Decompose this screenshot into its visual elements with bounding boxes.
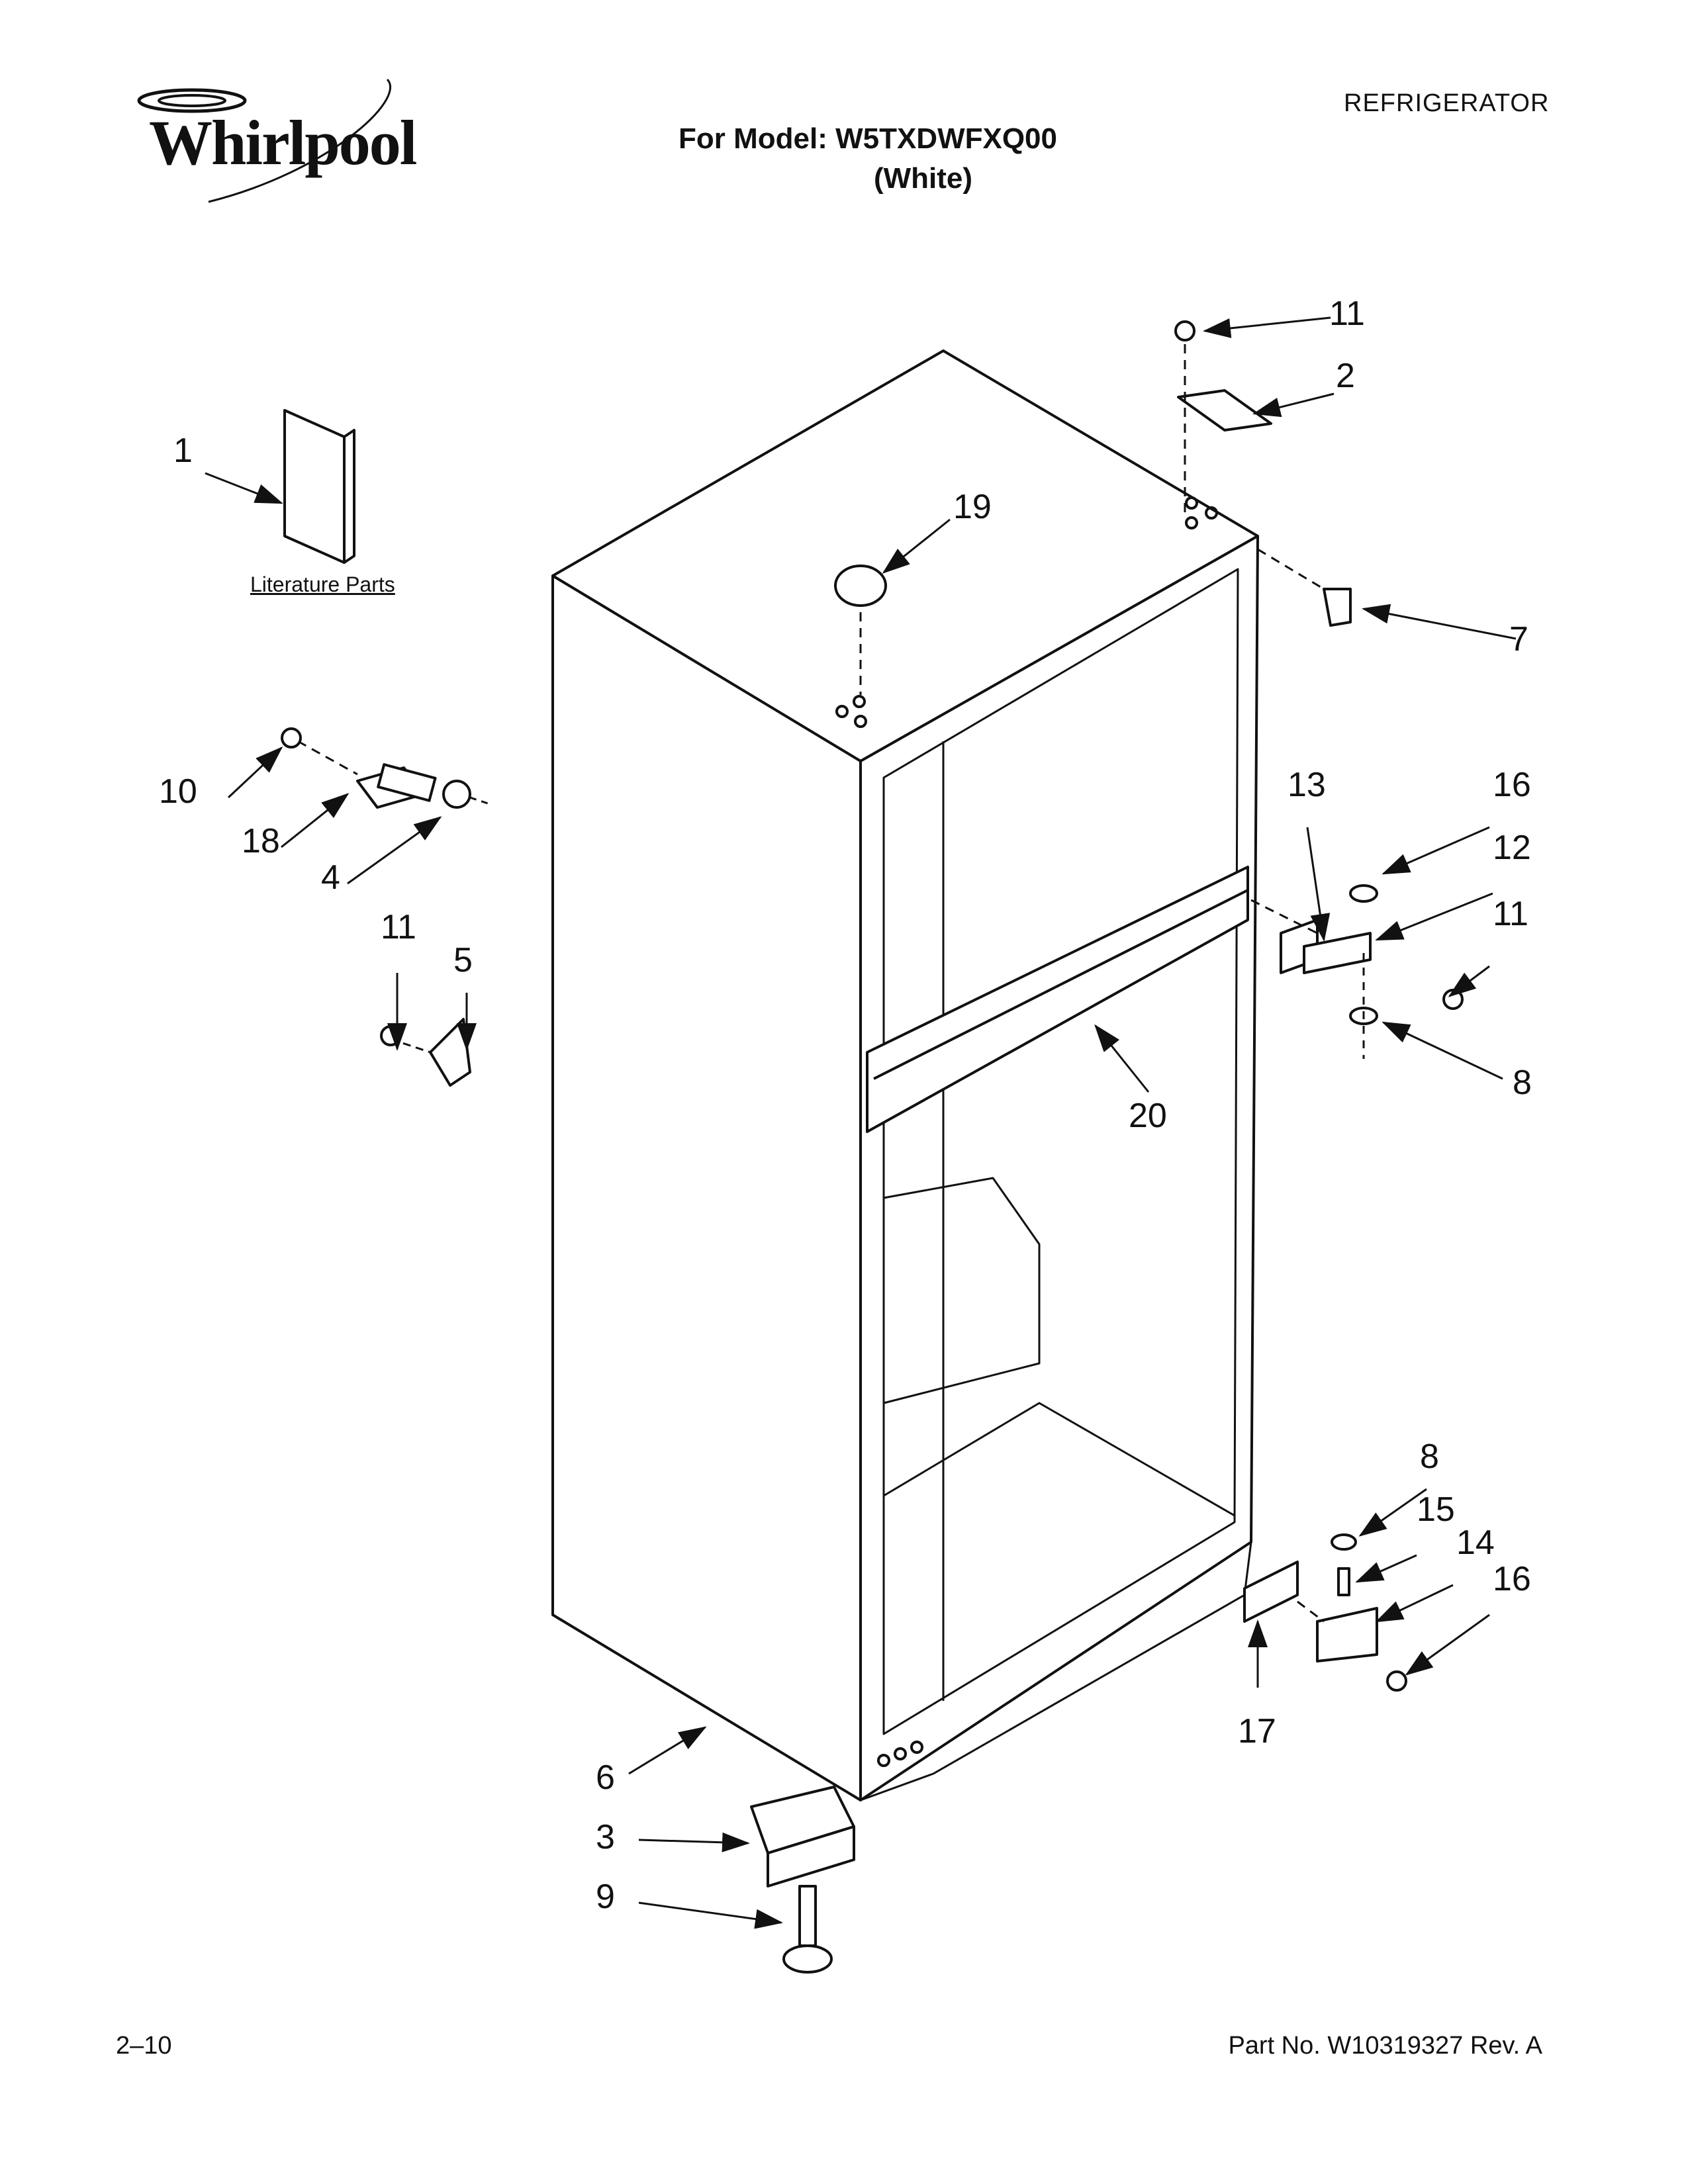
callout-14: 14 (1456, 1524, 1495, 1562)
callout-16-top: 16 (1493, 766, 1531, 804)
callout-4: 4 (321, 858, 340, 897)
callout-6: 6 (596, 1758, 615, 1797)
screw-part (1174, 320, 1196, 341)
cabinet-outline (551, 349, 1259, 1801)
literature-booklet (283, 409, 355, 564)
top-hinge-part (1177, 389, 1272, 432)
document-type: REFRIGERATOR (1344, 89, 1550, 117)
brand-name: Whirlpool (149, 107, 417, 178)
callout-12: 12 (1493, 829, 1531, 867)
callout-8: 8 (1513, 1064, 1532, 1102)
callout-20: 20 (1129, 1097, 1167, 1135)
callout-16-bottom: 16 (1493, 1560, 1531, 1598)
callout-7: 7 (1509, 620, 1528, 659)
brand-logo: Whirlpool (129, 73, 417, 205)
callout-15: 15 (1417, 1490, 1455, 1529)
bracket-part (429, 1018, 471, 1087)
callout-19: 19 (953, 488, 992, 526)
leveler-assembly (750, 1786, 855, 1974)
divider-rail (866, 866, 1249, 1133)
callout-18: 18 (242, 822, 280, 860)
callout-11-top: 11 (1329, 295, 1365, 333)
model-color: (White) (874, 162, 973, 195)
door-stop-part (297, 740, 491, 809)
plug-part (834, 565, 887, 607)
callout-8b: 8 (1420, 1437, 1439, 1476)
callout-2: 2 (1336, 357, 1355, 395)
page-number: 2–10 (116, 2032, 172, 2060)
callout-1: 1 (173, 432, 193, 470)
callout-17: 17 (1238, 1712, 1276, 1751)
callout-10: 10 (159, 772, 197, 811)
callout-13: 13 (1288, 766, 1326, 804)
clip-part (1323, 588, 1352, 627)
callout-5: 5 (453, 941, 473, 979)
model-title: For Model: W5TXDWFXQ00 (679, 122, 1057, 155)
callout-3: 3 (596, 1818, 615, 1856)
bottom-hinge-part (1243, 1533, 1378, 1662)
logo-swoosh-icon (137, 78, 392, 203)
callout-11-left: 11 (381, 908, 416, 946)
part-number: Part No. W10319327 Rev. A (1228, 2032, 1542, 2060)
center-hinge-part (1250, 884, 1378, 1059)
callout-11-right: 11 (1493, 895, 1528, 933)
literature-parts-label: Literature Parts (250, 572, 395, 596)
callout-9: 9 (596, 1878, 615, 1916)
